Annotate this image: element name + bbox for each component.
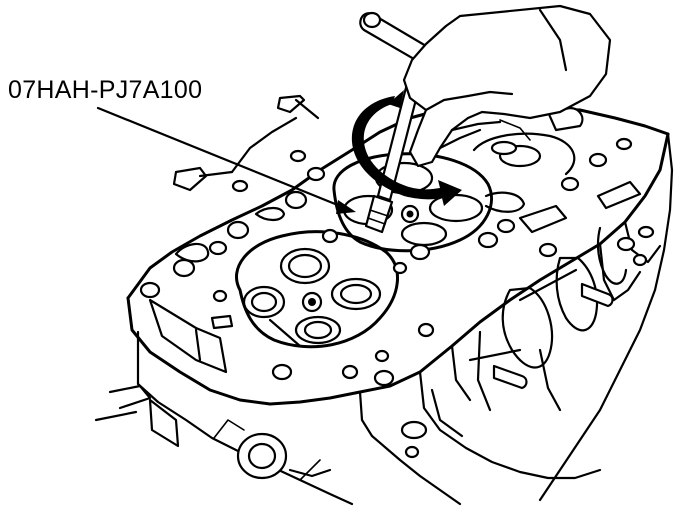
callout-leader-line xyxy=(96,106,356,214)
tool-part-number-label: 07HAH-PJ7A100 xyxy=(8,76,203,104)
front-face-details xyxy=(94,298,332,481)
deck-bolt-holes xyxy=(139,137,633,387)
combustion-chamber-front xyxy=(235,230,399,349)
right-side-ports xyxy=(400,225,655,459)
combustion-chamber-far xyxy=(472,132,576,176)
curved-rotation-arrow-icon xyxy=(351,90,462,206)
hand xyxy=(402,4,612,168)
coolant-passages xyxy=(174,180,642,348)
left-studs xyxy=(172,94,320,192)
